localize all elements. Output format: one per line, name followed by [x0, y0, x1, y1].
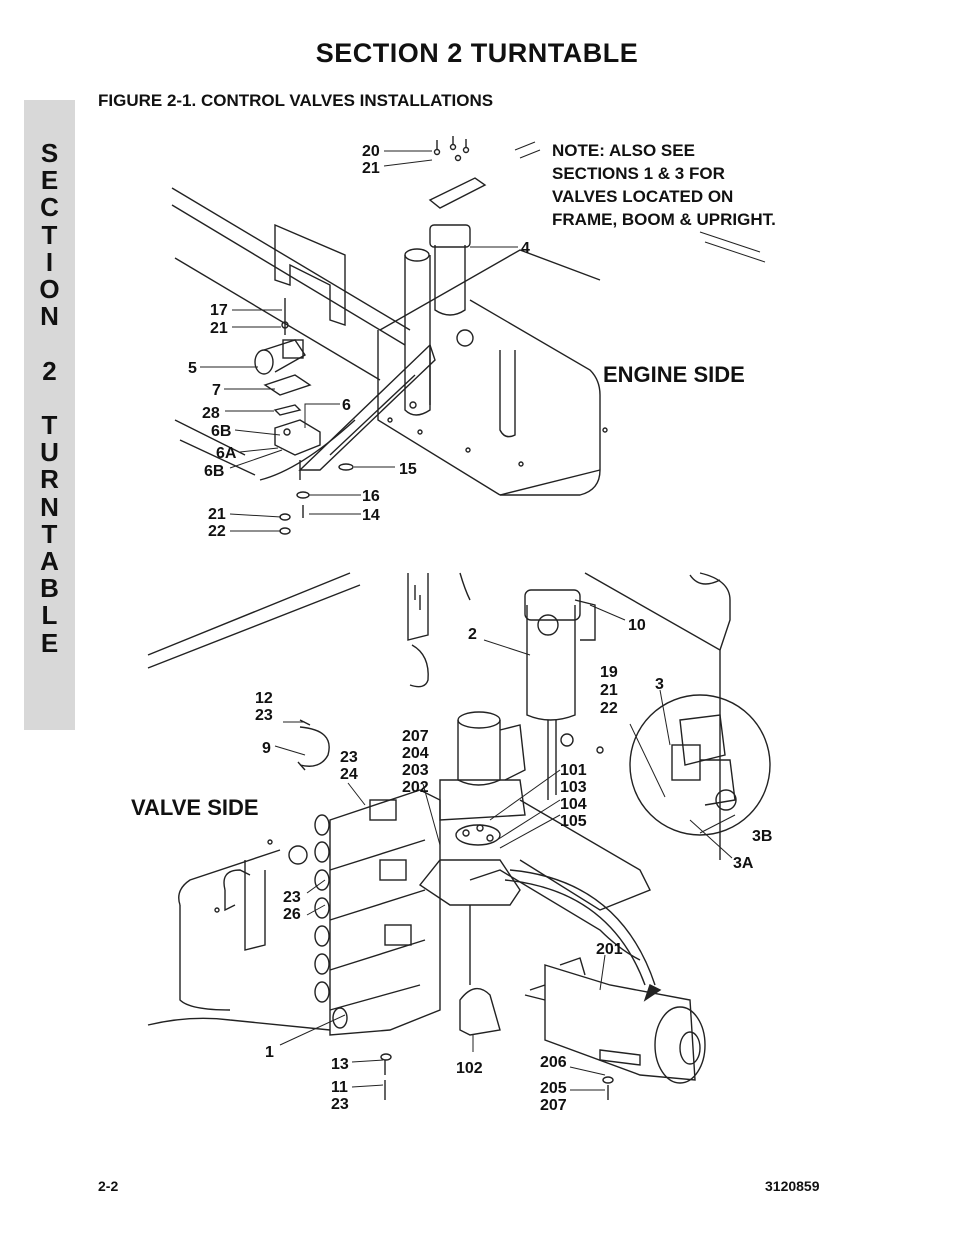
- filter-4: [428, 136, 487, 316]
- hose-arc: [504, 869, 662, 1002]
- callout-label: 23: [331, 1096, 349, 1113]
- callout-label: 21: [208, 506, 226, 523]
- callout-label: 12: [255, 690, 273, 707]
- callout-label: 14: [362, 507, 380, 524]
- callout-label: 10: [628, 617, 646, 634]
- callout-label: 205: [540, 1080, 567, 1097]
- side-tab-letter: R: [40, 464, 59, 495]
- callout-label: 6: [342, 397, 351, 414]
- callout-label: 13: [331, 1056, 349, 1073]
- callout-label: 3B: [752, 828, 772, 845]
- callout-label: 103: [560, 779, 587, 796]
- section-title: SECTION 2 TURNTABLE: [315, 38, 639, 68]
- callout-label: 15: [399, 461, 417, 478]
- callout-label: 19: [600, 664, 618, 681]
- bell-102: [459, 987, 501, 1036]
- side-tab-letter: I: [45, 246, 54, 277]
- side-tab-letter: T: [41, 410, 58, 440]
- callout-label: 28: [202, 405, 220, 422]
- callout-label: 104: [560, 796, 587, 813]
- callout-label: 21: [210, 320, 228, 337]
- callout-label: 23: [340, 749, 358, 766]
- motor-201: [524, 957, 706, 1100]
- inset-detail-circle: [629, 694, 771, 836]
- callout-label: 202: [402, 779, 429, 796]
- turntable-frame-upper: [171, 187, 608, 496]
- callout-label: 3: [655, 676, 664, 693]
- callout-label: 6A: [216, 445, 237, 462]
- callout-label: 22: [600, 700, 618, 717]
- callout-label: 4: [521, 240, 530, 257]
- callout-label: 3A: [733, 855, 754, 872]
- callout-label: 5: [188, 360, 197, 377]
- callout-label: 6B: [211, 423, 231, 440]
- callout-label: 203: [402, 762, 429, 779]
- note-line: FRAME, BOOM & UPRIGHT.: [552, 210, 776, 229]
- callout-label: 1: [265, 1044, 274, 1061]
- side-tab-letter: B: [40, 573, 59, 604]
- diagram-note: NOTE: ALSO SEE SECTIONS 1 & 3 FOR VALVES…: [552, 139, 776, 231]
- callout-label: 23: [255, 707, 273, 724]
- pump-assembly: [418, 711, 526, 985]
- note-line: NOTE: ALSO SEE: [552, 141, 695, 160]
- note-line: VALVES LOCATED ON: [552, 187, 734, 206]
- callout-label: 21: [362, 160, 380, 177]
- callout-label: 16: [362, 488, 380, 505]
- callout-labels: 20 21 4 17 21 5 7 6 28 6B 6A 6B 15 16 21…: [188, 143, 772, 1114]
- side-tab-letter: 2: [42, 355, 57, 386]
- side-tab-letter: N: [40, 301, 59, 332]
- callout-label: 105: [560, 813, 587, 830]
- side-tab-letter: C: [40, 192, 59, 223]
- leader-lines-upper: [200, 141, 766, 532]
- page-number: 2-2: [98, 1178, 119, 1194]
- callout-label: 21: [600, 682, 618, 699]
- side-tab-letter: O: [39, 274, 60, 304]
- note-line: SECTIONS 1 & 3 FOR: [552, 164, 725, 183]
- side-tab-letter: E: [40, 627, 59, 658]
- filter-2: [524, 589, 596, 800]
- solenoid-valve-5: [254, 298, 321, 456]
- callout-label: 201: [596, 941, 623, 958]
- side-tab-letter: T: [41, 219, 58, 250]
- callout-label: 26: [283, 906, 301, 923]
- hardware-stack: [279, 460, 354, 535]
- engine-side-label: ENGINE SIDE: [603, 362, 745, 387]
- leader-lines-lower: [274, 604, 736, 1091]
- callout-label: 20: [362, 143, 380, 160]
- side-tab-letter: S: [40, 138, 59, 168]
- callout-label: 22: [208, 523, 226, 540]
- upright-post: [404, 248, 431, 416]
- side-tab-letter: A: [40, 546, 59, 576]
- callout-label: 2: [468, 626, 477, 643]
- document-number: 3120859: [765, 1178, 820, 1194]
- callout-label: 206: [540, 1054, 567, 1071]
- callout-label: 24: [340, 766, 358, 783]
- callout-label: 17: [210, 302, 228, 319]
- valve-side-label: VALVE SIDE: [131, 795, 259, 820]
- callout-label: 102: [456, 1060, 483, 1077]
- main-valve-block-1: [314, 789, 441, 1100]
- side-tab-letter: N: [40, 491, 59, 522]
- side-tab-letter: T: [41, 518, 58, 549]
- callout-label: 204: [402, 745, 429, 762]
- side-tab-letter: E: [40, 165, 59, 196]
- callout-label: 11: [331, 1079, 348, 1096]
- callout-label: 23: [283, 889, 301, 906]
- callout-label: 9: [262, 740, 271, 757]
- callout-label: 101: [560, 762, 587, 779]
- callout-label: 207: [540, 1097, 567, 1114]
- figure-title: FIGURE 2-1. CONTROL VALVES INSTALLATIONS: [98, 91, 494, 110]
- mounting-bracket: [298, 343, 436, 471]
- side-tab-letter: L: [41, 600, 58, 631]
- side-tab-letter: U: [40, 437, 59, 468]
- callout-label: 207: [402, 728, 429, 745]
- callout-label: 6B: [204, 463, 224, 480]
- turntable-frame-lower: [147, 572, 731, 1031]
- callout-label: 7: [212, 382, 221, 399]
